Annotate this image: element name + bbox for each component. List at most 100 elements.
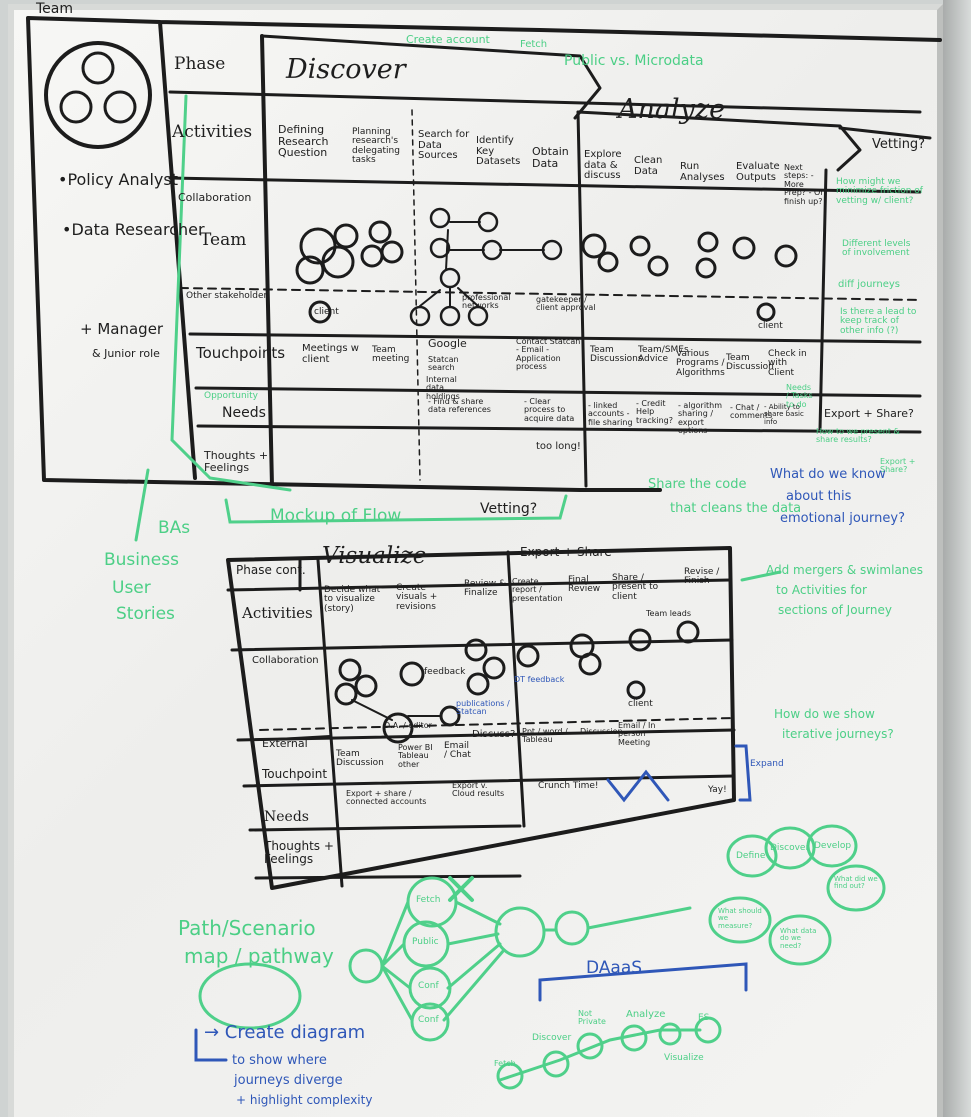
need-5: - algorithm sharing / export options bbox=[678, 401, 723, 436]
role-data-researcher: •Data Researcher bbox=[62, 220, 205, 239]
activity-8: Run Analyses bbox=[680, 161, 725, 183]
green-add-2: to Activities for bbox=[776, 583, 867, 597]
row-collaboration: Collaboration bbox=[178, 191, 252, 204]
bottom-activity-6: Share / present to client bbox=[612, 573, 659, 602]
touchpoint-11: Check in with Client bbox=[768, 349, 807, 378]
green-top-3: Public vs. Microdata bbox=[564, 53, 704, 69]
green-share-2: that cleans the data bbox=[670, 501, 802, 516]
need-7: - Ability to share basic info bbox=[764, 403, 804, 426]
touchpoint-1: Meetings w client bbox=[302, 343, 359, 365]
row-team: Team bbox=[200, 230, 247, 250]
top-table-frame bbox=[26, 16, 942, 492]
bottom-activity-3: Review & Finalize bbox=[464, 579, 506, 599]
touchpoint-8: Team/SMEs Advice bbox=[638, 345, 689, 365]
green-right-4: Is there a lead to keep track of other i… bbox=[840, 307, 917, 336]
blue-question-1: What do we know bbox=[770, 467, 886, 482]
visualize-phase: Visualize bbox=[322, 543, 427, 569]
bubble-find-out: What did we find out? bbox=[834, 875, 878, 891]
row-activities: Activities bbox=[172, 122, 253, 142]
bottom-need-1: Export + share / connected accounts bbox=[346, 789, 427, 807]
blue-create-3: journeys diverge bbox=[234, 1073, 343, 1088]
green-bas: BAs bbox=[158, 518, 191, 538]
activity-10: Next steps: - More Prep? - Or finish up? bbox=[784, 163, 824, 206]
flow-not-private: Not Private bbox=[578, 1009, 606, 1027]
collab-note-team-leads: Team leads bbox=[646, 609, 691, 618]
bottom-touchpoint-5: Ppt / word / Tableau bbox=[522, 727, 568, 745]
blue-create-2: to show where bbox=[232, 1053, 327, 1068]
touchpoint-6: Contact Statcan - Email - Application pr… bbox=[516, 337, 581, 372]
role-policy-analyst: •Policy Analyst bbox=[58, 170, 178, 189]
row-thoughts: Thoughts + Feelings bbox=[204, 449, 269, 474]
green-top-2: Fetch bbox=[520, 39, 548, 50]
bottom-activity-4: Create report / presentation bbox=[512, 577, 563, 603]
path-node-conf-1: Conf bbox=[418, 981, 439, 991]
touchpoint-9: Various Programs / Algorithms bbox=[676, 349, 725, 378]
touchpoint-10: Team Discussion bbox=[726, 353, 774, 373]
daaas-label: DAaaS bbox=[586, 958, 643, 978]
role-junior: & Junior role bbox=[92, 347, 160, 360]
bubble-data-need: What data do we need? bbox=[780, 927, 817, 950]
green-iterative-2: iterative journeys? bbox=[782, 727, 894, 741]
office-wall bbox=[943, 0, 971, 1117]
client-label-2: client bbox=[758, 321, 783, 331]
bottom-touchpoint-3: Email / Chat bbox=[444, 741, 471, 761]
team-icon-ring bbox=[44, 41, 152, 149]
green-add-3: sections of Journey bbox=[778, 603, 892, 617]
green-add-1: Add mergers & swimlanes bbox=[766, 563, 924, 577]
phase-cont: Phase cont. bbox=[236, 563, 306, 577]
vetting-top: Vetting? bbox=[872, 137, 926, 152]
path-node-conf-2: Conf bbox=[418, 1015, 439, 1025]
need-export: Export + Share? bbox=[824, 407, 914, 420]
activity-4: Identify Key Datasets bbox=[476, 135, 521, 167]
blue-create-1: → Create diagram bbox=[204, 1022, 366, 1043]
path-node-fetch: Fetch bbox=[416, 895, 441, 905]
green-path-1: Path/Scenario bbox=[178, 916, 316, 940]
collab-note-feedback: feedback bbox=[424, 667, 466, 677]
activity-1: Defining Research Question bbox=[278, 123, 329, 160]
green-business: Business bbox=[104, 550, 179, 570]
bottom-row-activities: Activities bbox=[242, 604, 313, 622]
bottom-row-touchpoint: Touchpoint bbox=[262, 767, 328, 781]
bottom-touchpoint-2: Power BI Tableau other bbox=[398, 743, 433, 769]
need-1: - Find & share data references bbox=[428, 397, 491, 415]
bottom-activity-7: Revise / Finish bbox=[684, 567, 720, 587]
export-share-phase: Export + Share bbox=[520, 545, 612, 559]
circle-develop: Develop bbox=[814, 841, 852, 851]
blue-create-4: + highlight complexity bbox=[236, 1093, 373, 1107]
bottom-row-external: External bbox=[262, 737, 308, 750]
collab-note-editor: D.A. / editor bbox=[384, 721, 432, 730]
path-node-public: Public bbox=[412, 937, 439, 947]
activity-7: Clean Data bbox=[634, 155, 663, 177]
bottom-row-collaboration: Collaboration bbox=[252, 655, 319, 666]
touchpoint-7: Team Discussions bbox=[590, 345, 643, 365]
bottom-need-2: Export v. Cloud results bbox=[452, 781, 505, 799]
bottom-activity-1: Decide what to visualize (story) bbox=[324, 585, 381, 614]
green-top-1: Create account bbox=[406, 33, 490, 46]
need-2: - Clear process to acquire data bbox=[524, 397, 575, 423]
flow-es: ES bbox=[698, 1013, 710, 1023]
activity-3: Search for Data Sources bbox=[418, 129, 470, 161]
row-needs: Needs bbox=[222, 405, 266, 421]
flow-fetch: Fetch bbox=[494, 1059, 516, 1068]
green-mockup: Mockup of Flow bbox=[270, 506, 402, 526]
bottom-row-thoughts: Thoughts + Feelings bbox=[264, 839, 334, 866]
green-stories: Stories bbox=[116, 604, 175, 624]
circle-define: Define bbox=[736, 851, 766, 861]
bottom-touchpoint-6: Discussion bbox=[580, 727, 623, 736]
touchpoint-3: Google bbox=[428, 337, 467, 350]
activity-5: Obtain Data bbox=[532, 145, 569, 170]
activity-9: Evaluate Outputs bbox=[736, 161, 780, 183]
bottom-touchpoint-1: Team Discussion bbox=[336, 749, 384, 769]
touchpoint-5: Internal data holdings bbox=[426, 375, 460, 401]
flow-visualize: Visualize bbox=[664, 1053, 704, 1063]
yay-label: Yay! bbox=[708, 785, 727, 795]
bottom-touchpoint-4: Discuss? bbox=[472, 729, 516, 740]
bottom-activity-2: Create visuals + revisions bbox=[396, 583, 438, 612]
discover-phase: Discover bbox=[286, 54, 406, 85]
bottom-activity-5: Final Review bbox=[568, 575, 601, 595]
collab-note-publications: publications / Statcan bbox=[456, 699, 510, 717]
need-3: - linked accounts - file sharing bbox=[588, 401, 633, 427]
green-user: User bbox=[112, 578, 151, 598]
touchpoint-2: Team meeting bbox=[372, 345, 410, 365]
team-label: Team bbox=[36, 1, 74, 17]
